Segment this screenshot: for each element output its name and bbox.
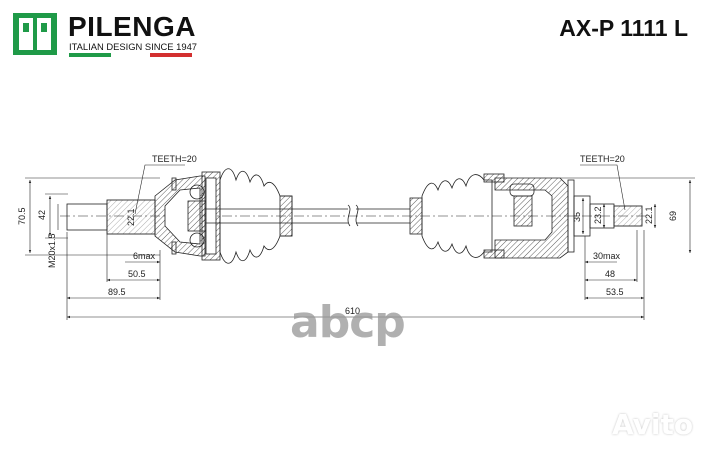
dim-left-spline-len: 50.5 <box>128 269 146 279</box>
dim-overall-length: 610 <box>345 306 360 316</box>
flag-green-stripe <box>69 53 111 57</box>
right-teeth-label: TEETH=20 <box>580 154 625 164</box>
dim-right-stub-len: 53.5 <box>606 287 624 297</box>
dim-left-gap: 6max <box>133 251 156 261</box>
dim-left-thread: M20x1.5 <box>47 233 57 268</box>
dim-right-spline-len: 48 <box>605 269 615 279</box>
dim-left-stub-len: 89.5 <box>108 287 126 297</box>
dim-right-gap: 30max <box>593 251 621 261</box>
avito-watermark: Avito <box>612 408 694 441</box>
left-teeth-label: TEETH=20 <box>152 154 197 164</box>
dim-right-outer: 69 <box>668 211 678 221</box>
brand-name: PILENGA <box>68 11 196 42</box>
dim-right-flange: 35 <box>572 212 582 222</box>
dim-left-seat: 42 <box>37 210 47 220</box>
brand-logo: PILENGA ITALIAN DESIGN SINCE 1947 <box>13 11 197 57</box>
dim-left-outer: 70.5 <box>17 207 27 225</box>
dim-right-shaft: 23.2 <box>593 206 603 224</box>
brand-tagline: ITALIAN DESIGN SINCE 1947 <box>69 41 197 52</box>
abcp-watermark: abcp <box>290 297 406 348</box>
dim-right-spline: 22.1 <box>644 206 654 224</box>
dim-left-spline: 22.1 <box>126 208 136 226</box>
part-number: AX-P 1111 L <box>559 15 688 41</box>
flag-red-stripe <box>150 53 192 57</box>
logo-mark-icon <box>13 13 57 55</box>
